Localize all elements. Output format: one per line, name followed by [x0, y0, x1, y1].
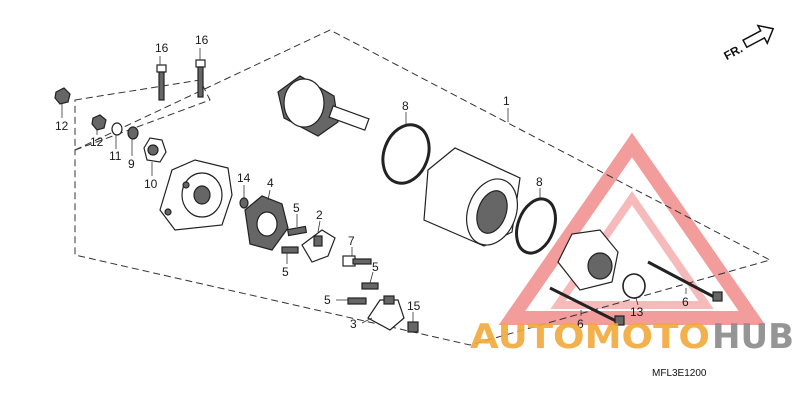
spring-5-a [286, 225, 308, 237]
brush-holder-housing [159, 159, 233, 231]
callout-1: 1 [503, 94, 510, 108]
callout-13: 13 [630, 305, 644, 319]
callout-3: 3 [350, 317, 357, 331]
watermark-automoto: AUTOMOTO [470, 317, 710, 357]
o-ring-13 [622, 273, 646, 299]
callout-7: 7 [348, 234, 355, 248]
through-bolt-6-lower [549, 286, 625, 326]
callout-12-lower: 12 [90, 135, 104, 149]
callout-16-left: 16 [155, 41, 169, 55]
washer-11 [111, 122, 123, 136]
callout-8-left: 8 [402, 99, 409, 113]
o-ring-8-right [515, 197, 557, 255]
diagram-code: MFL3E1200 [652, 368, 707, 379]
yoke-housing [423, 147, 521, 247]
callout-8-right: 8 [536, 175, 543, 189]
watermark-hub: HUB [712, 317, 794, 357]
callout-9: 9 [128, 157, 135, 171]
bolt-16-left [156, 64, 167, 101]
brush-holder-4 [244, 195, 289, 251]
callout-15: 15 [407, 299, 421, 313]
front-direction-indicator: FR. [721, 24, 775, 63]
watermark-text: AUTOMOTO HUB [470, 317, 794, 357]
o-ring-8-left [381, 123, 431, 185]
spring-5-d [347, 297, 367, 305]
callout-12-top: 12 [55, 119, 69, 133]
callout-6-lower: 6 [577, 317, 584, 331]
callout-5-b: 5 [282, 265, 289, 279]
armature [277, 75, 370, 137]
terminal-bolt-7 [342, 255, 372, 267]
callout-11: 11 [109, 149, 122, 163]
leader-lines [61, 48, 687, 324]
front-cover [557, 229, 619, 291]
callout-4: 4 [267, 176, 274, 190]
brush-2 [301, 229, 336, 263]
o-ring-14 [239, 197, 249, 209]
brush-3 [367, 295, 405, 331]
callout-5-a: 5 [293, 201, 300, 215]
screw-15 [407, 321, 419, 333]
callout-16-right: 16 [195, 33, 209, 47]
callout-5-c: 5 [372, 260, 379, 274]
front-label: FR. [721, 42, 745, 63]
o-ring-9 [127, 126, 139, 140]
assembly-frame-inner [74, 79, 211, 151]
bolt-16-right [195, 59, 206, 98]
assembly-frame-outer [74, 29, 772, 346]
callout-10: 10 [144, 177, 158, 191]
callout-2: 2 [316, 208, 323, 222]
callout-5-d: 5 [324, 293, 331, 307]
through-bolt-6-right [647, 260, 723, 302]
nut-12-top [54, 87, 71, 105]
spring-5-c [361, 282, 379, 290]
callout-14: 14 [237, 171, 251, 185]
terminal-insulator-10 [143, 137, 167, 163]
callout-6-right: 6 [682, 295, 689, 309]
spring-5-b [281, 246, 299, 254]
front-arrow-icon [742, 24, 775, 49]
nut-12-lower [91, 114, 107, 131]
